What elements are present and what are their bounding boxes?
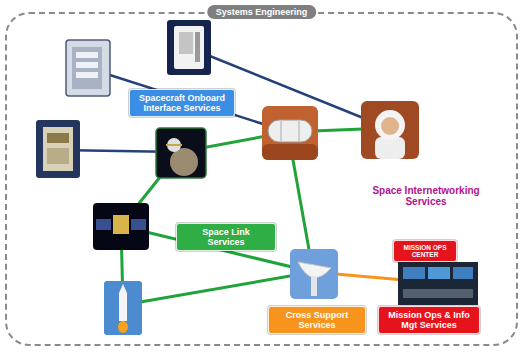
pedestal (311, 276, 317, 296)
screen (453, 267, 473, 279)
service-box: Spacecraft Onboard Interface Services (129, 89, 235, 118)
link-line (123, 272, 313, 305)
instrument-icon (36, 120, 80, 178)
module-rail (195, 32, 200, 62)
box-body (72, 47, 102, 89)
icon-frame (36, 120, 80, 178)
center-tag: MISSION OPS CENTER (393, 240, 457, 263)
ground (262, 144, 318, 160)
dish (298, 262, 331, 278)
icon-frame (104, 281, 142, 335)
screen (428, 267, 450, 279)
systems-frame: Spacecraft Onboard Interface ServicesSpa… (5, 12, 518, 346)
service-label: Cross Support Services (280, 310, 355, 331)
antenna-icon (290, 249, 338, 299)
icon-frame (361, 101, 419, 159)
service-box: Mission Ops & Info Mgt Services (378, 306, 480, 335)
rocket-body (119, 293, 127, 321)
icon-frame (156, 128, 206, 178)
space-links (121, 128, 388, 305)
service-label: Mission Ops & Info Mgt Services (384, 310, 474, 331)
avionics-box-icon (66, 40, 110, 96)
habitat-module (268, 120, 312, 142)
box-slot (76, 72, 98, 78)
moon (170, 148, 198, 176)
suit (375, 137, 405, 159)
box-slot (76, 62, 98, 68)
instrument-part (47, 133, 69, 143)
helmet (375, 110, 405, 140)
instrument-part (47, 148, 69, 164)
solar-panel (96, 219, 111, 230)
habitat-icon (262, 106, 318, 160)
region-outline (26, 26, 500, 332)
service-label: Space Link Services (191, 227, 261, 248)
control-room-icon (398, 262, 478, 305)
screen (403, 267, 425, 279)
icon-frame (290, 249, 338, 299)
icon-frame (262, 106, 318, 160)
console (403, 289, 473, 298)
satellite-body (113, 215, 129, 234)
region-label: Space Internetworking Services (370, 185, 482, 208)
rocket-flame (118, 321, 128, 333)
face (381, 117, 399, 135)
icon-frame (66, 40, 110, 96)
module-panel (179, 32, 193, 54)
astronaut-icon (361, 101, 419, 159)
module-ring (281, 121, 282, 141)
payload-module-icon (167, 20, 211, 75)
rocket-icon (104, 281, 142, 335)
satellite-icon (93, 203, 149, 250)
service-label: Spacecraft Onboard Interface Services (134, 93, 230, 114)
instrument-body (43, 127, 73, 171)
icon-frame (398, 262, 478, 305)
region-fill (26, 28, 499, 325)
service-box: Cross Support Services (268, 306, 366, 335)
spacecraft (167, 138, 181, 152)
icon-frame (167, 20, 211, 75)
box-slot (76, 52, 98, 58)
icon-frame (93, 203, 149, 250)
module-ring (299, 121, 300, 141)
service-box: Space Link Services (176, 223, 276, 252)
lander-icon (156, 128, 206, 178)
solar-panel (131, 219, 146, 230)
module-body (174, 26, 204, 69)
internetworking-region: Space Internetworking Services (26, 26, 500, 332)
center-label: MISSION OPS CENTER (398, 244, 452, 259)
link-line (88, 68, 288, 132)
frame-heading: Systems Engineering (207, 5, 317, 19)
rocket-nose (119, 284, 127, 293)
spacecraft-boom (166, 144, 182, 146)
